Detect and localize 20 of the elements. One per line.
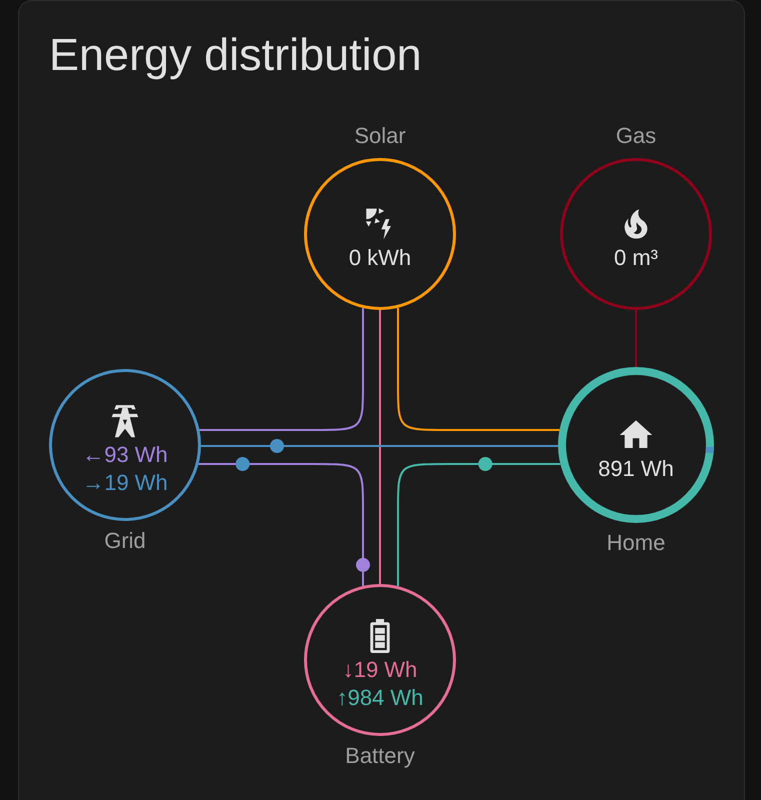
energy-value: ↓19 Wh <box>342 656 418 684</box>
energy-value: 891 Wh <box>598 454 674 482</box>
energy-value: 0 m³ <box>614 244 658 272</box>
energy-value: →19 Wh <box>82 468 168 496</box>
flow-line <box>397 463 560 586</box>
flow-line <box>201 445 558 447</box>
energy-value: ←93 Wh <box>82 440 168 468</box>
flow-line <box>200 308 364 431</box>
flow-line <box>635 310 637 367</box>
flow-line <box>397 308 560 431</box>
node-label: Battery <box>345 743 415 769</box>
flow-line <box>198 463 364 586</box>
node-label: Solar <box>354 123 406 149</box>
node-label: Gas <box>616 123 656 149</box>
node-label: Grid <box>104 528 146 554</box>
flow-line <box>379 310 381 584</box>
energy-value: ↑984 Wh <box>336 684 424 712</box>
energy-value: 0 kWh <box>348 244 412 272</box>
card-title: Energy distribution <box>49 29 422 81</box>
node-label: Home <box>606 530 666 556</box>
